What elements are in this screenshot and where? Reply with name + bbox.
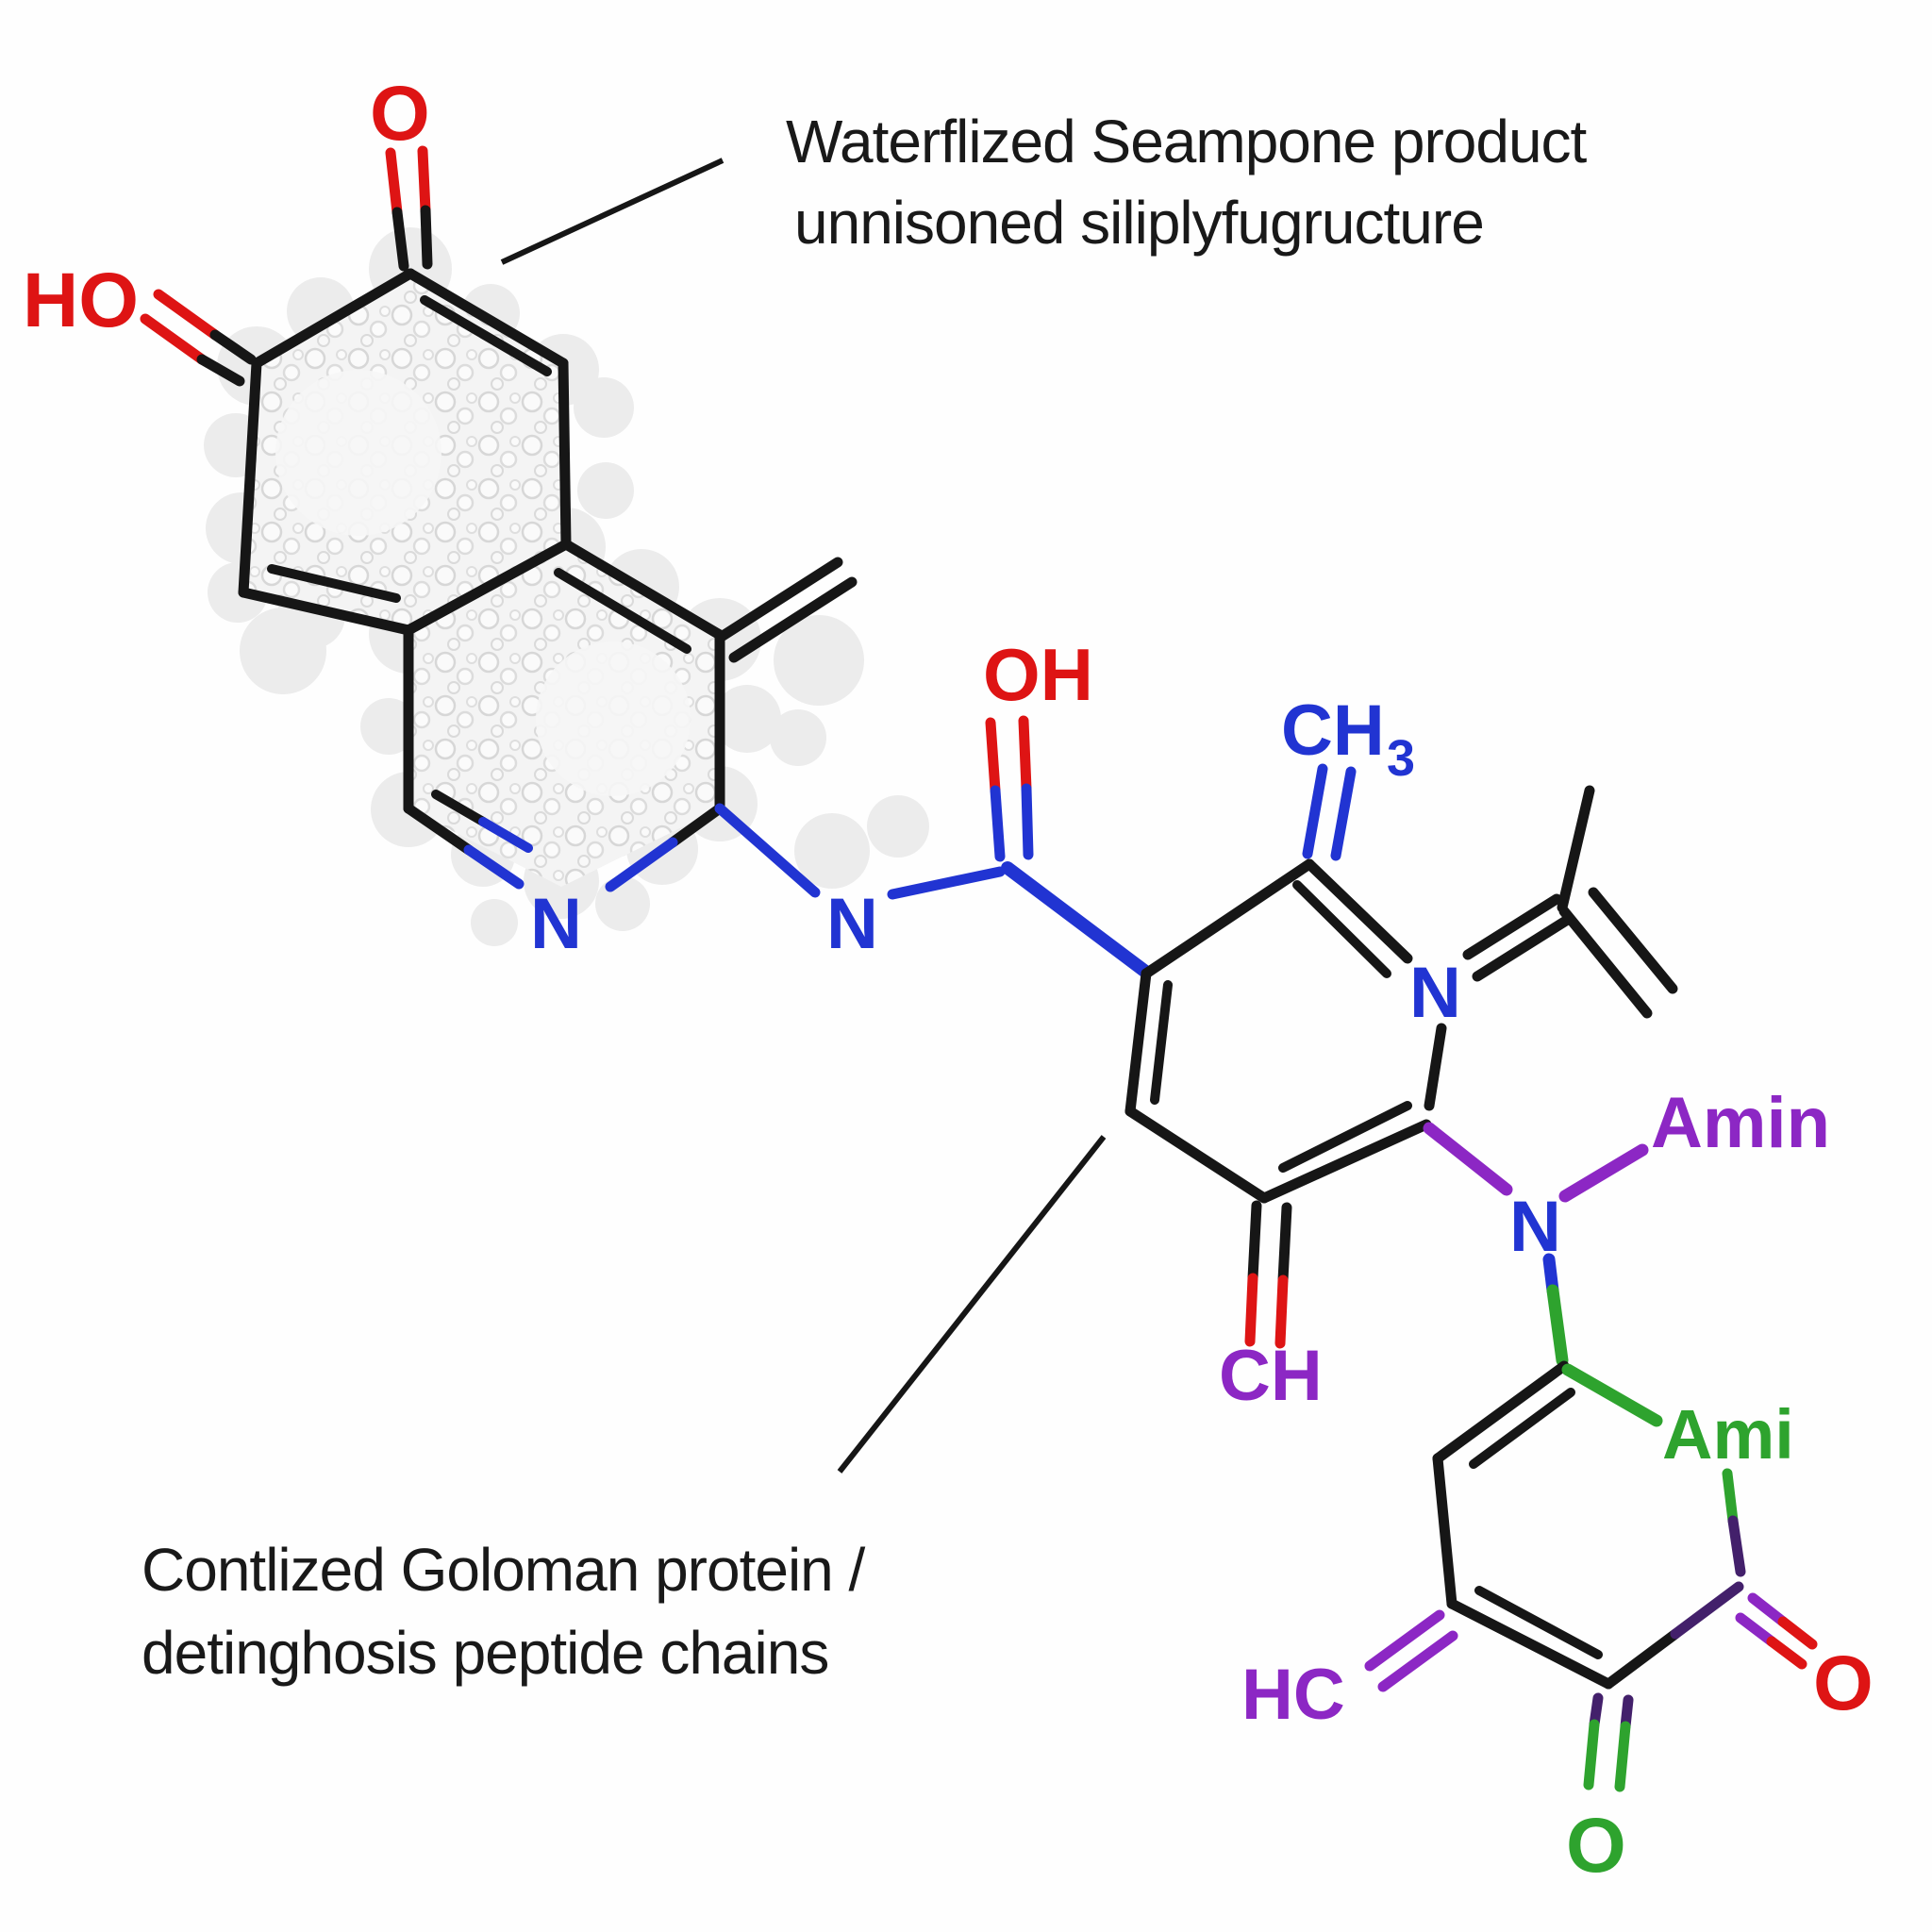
hc-left-label: HC xyxy=(1241,1655,1345,1735)
ch-double-bond xyxy=(1244,1200,1292,1349)
amide-carbonyl-bond xyxy=(985,715,1034,862)
hydroxyl-amide-label: OH xyxy=(983,633,1093,716)
ami-label: Ami xyxy=(1662,1395,1794,1474)
methyl-double-bond xyxy=(1302,763,1357,861)
link-nitrogen-label: N xyxy=(1509,1187,1561,1267)
amide-nitrogen-label: N xyxy=(826,884,878,964)
bicyclic-nitrogen-bonds xyxy=(463,803,1151,977)
oxygen-green-label: O xyxy=(1566,1803,1626,1889)
ring-nitrogen-label: N xyxy=(530,884,582,964)
annotation-bottom-line1: Contlized Goloman protein / xyxy=(142,1536,866,1604)
oxygen-top-label: O xyxy=(370,71,430,157)
amine-link-bonds xyxy=(1423,1122,1649,1367)
leader-line-top xyxy=(500,158,724,265)
annotation-top-line2: unnisoned siliplyfugructure xyxy=(794,189,1484,257)
amin-label: Amin xyxy=(1651,1083,1830,1163)
quinoid-ring-bonds xyxy=(1364,1360,1818,1792)
foam-texture xyxy=(204,227,929,946)
methyl-label: CH xyxy=(1281,691,1385,771)
oxygen-right-label: O xyxy=(1813,1641,1874,1726)
bicyclic-ring-bonds xyxy=(238,268,858,856)
methyl-subscript: 3 xyxy=(1387,730,1415,787)
central-ring-bonds xyxy=(1124,785,1678,1204)
pyridinium-nitrogen-label: N xyxy=(1409,953,1461,1033)
annotation-top-line1: Waterflized Seampone product xyxy=(786,108,1588,175)
ch-bottom-label: CH xyxy=(1219,1336,1323,1416)
quinone-oxygen-bonds xyxy=(140,145,433,387)
hydroxyl-left-label: HO xyxy=(23,258,139,343)
leader-line-bottom xyxy=(837,1135,1107,1474)
annotation-bottom-line2: detinghosis peptide chains xyxy=(142,1619,828,1687)
